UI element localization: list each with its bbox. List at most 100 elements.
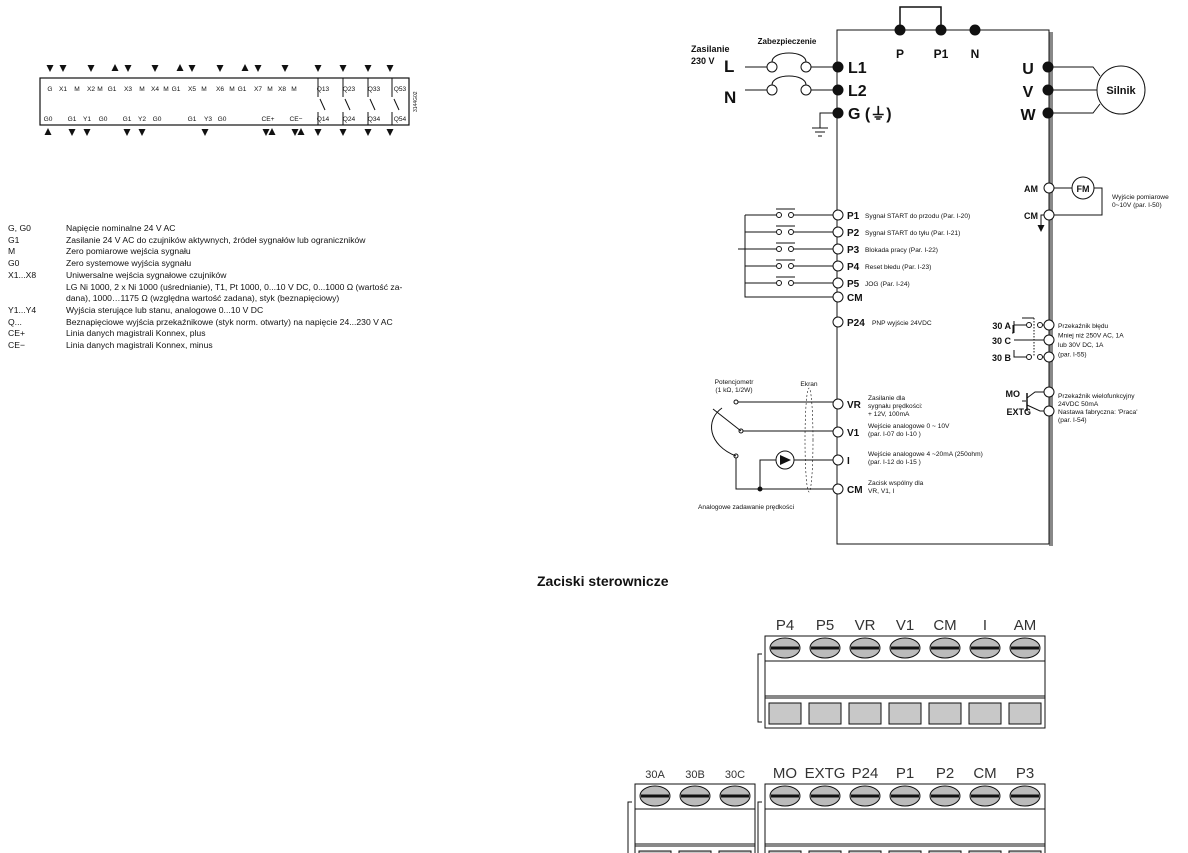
legend-text: Wyjścia sterujące lub stanu, analogowe 0… <box>66 304 264 315</box>
legend-text: Beznapięciowe wyjścia przekaźnikowe (sty… <box>66 316 393 327</box>
block-label: I <box>983 617 987 634</box>
strip-terminal-top: M <box>97 86 103 93</box>
circle <box>1037 322 1043 328</box>
terminal-U: U <box>1022 61 1034 78</box>
terminal-dot <box>969 24 981 36</box>
legend-row: Q...Beznapięciowe wyjścia przekaźnikowe … <box>8 317 402 329</box>
multi-relay-desc: Nastawa fabryczna: 'Praca' <box>1058 409 1137 416</box>
block-label: 30B <box>685 769 705 781</box>
common-bus <box>744 215 833 298</box>
terminal-strip <box>39 77 410 126</box>
output-label-AM: AM <box>1024 184 1038 194</box>
strip-terminal-bottom: G0 <box>153 116 162 123</box>
arrow-down-icon <box>201 129 209 136</box>
legend-row: LG Ni 1000, 2 x Ni 1000 (uśrednianie), T… <box>8 282 402 294</box>
strip-terminal-top: X5 <box>188 86 196 93</box>
circle <box>733 399 739 405</box>
fuse-terminal <box>766 61 778 73</box>
terminal-block-lower <box>764 783 1046 853</box>
input-desc: Reset błedu (Par. I-23) <box>865 264 931 271</box>
input-label-P24: P24 <box>847 318 865 329</box>
analog-desc: Zasilanie dla <box>868 395 905 402</box>
wire-slot <box>808 850 842 853</box>
arrow-icon <box>780 455 791 465</box>
input-desc: Sygnał START do tyłu (Par. I-21) <box>865 230 960 237</box>
block-clip <box>757 801 762 853</box>
terminal-Nterm: N <box>971 47 980 61</box>
legend-key <box>8 282 66 294</box>
meter-desc: Wyjście pomiarowe <box>1112 194 1169 201</box>
block-label: CM <box>933 617 956 634</box>
terminal-W: W <box>1020 107 1036 124</box>
strip-terminal-bottom: G1 <box>123 116 132 123</box>
block-label: 30C <box>725 769 745 781</box>
analog-desc: VR, V1, I <box>868 488 895 495</box>
wire-slot <box>638 850 672 853</box>
analog-desc: + 12V, 100mA <box>868 411 910 418</box>
pot-rating: (1 kΩ, 1/2W) <box>715 387 752 394</box>
strip-terminal-bottom: Q34 <box>368 116 381 123</box>
wire-slot <box>968 850 1002 853</box>
output-label-EXTG: EXTG <box>1006 407 1031 417</box>
strip-terminal-top: X4 <box>151 86 159 93</box>
wire-slot <box>718 850 752 853</box>
analog-label-V1: V1 <box>847 428 860 439</box>
strip-terminal-bottom: G1 <box>188 116 197 123</box>
relay-contact <box>319 98 326 111</box>
strip-terminal-top: X1 <box>59 86 67 93</box>
strip-terminal-bottom: G1 <box>68 116 77 123</box>
output-terminal <box>1043 405 1055 417</box>
relay-contact <box>369 98 376 111</box>
input-desc: Sygnał START do przodu (Par. I-20) <box>865 213 970 220</box>
strip-terminal-top: M <box>163 86 169 93</box>
fuse-terminal <box>800 61 812 73</box>
output-terminal <box>1043 182 1055 194</box>
strip-terminal-top: Q23 <box>343 86 356 93</box>
arrow-down-icon <box>151 65 159 72</box>
relay-desc: Przekaźnik błędu <box>1058 323 1109 330</box>
voltage-label: 230 V <box>691 56 715 66</box>
strip-terminal-top: G1 <box>238 86 247 93</box>
dc-jumper <box>899 6 942 30</box>
block-label: MO <box>773 765 797 782</box>
legend-key: M <box>8 246 16 257</box>
relay-label-r30B: 30 B <box>992 353 1012 363</box>
output-terminal <box>1043 209 1055 221</box>
strip-terminal-top: X6 <box>216 86 224 93</box>
terminal-block-upper <box>764 635 1046 729</box>
wire-slot <box>1008 702 1042 725</box>
strip-terminal-top: Q33 <box>368 86 381 93</box>
strip-terminal-top: G1 <box>108 86 117 93</box>
wire-slot <box>888 702 922 725</box>
arrow-down-icon <box>138 129 146 136</box>
wire-slot <box>968 702 1002 725</box>
block-label: AM <box>1014 617 1037 634</box>
legend-key: Y1...Y4 <box>8 304 37 315</box>
legend-text: Zero pomiarowe wejścia sygnału <box>66 246 191 257</box>
circle <box>1026 354 1032 360</box>
legend-key: CE+ <box>8 328 25 339</box>
fuse-icon <box>771 75 807 86</box>
meter-icon <box>1071 176 1095 200</box>
analog-label-CM: CM <box>847 485 863 496</box>
input-terminal <box>832 243 844 255</box>
motor-wire <box>1048 103 1101 114</box>
shield-icon <box>804 387 814 493</box>
arrow-down-icon <box>87 65 95 72</box>
fuse-terminal <box>766 84 778 96</box>
supply-label: Zasilanie <box>691 44 730 54</box>
strip-code: 3144G02 <box>413 91 419 112</box>
block-label: EXTG <box>805 765 846 782</box>
arrow-down-icon <box>386 129 394 136</box>
legend-row: CE+Linia danych magistrali Konnex, plus <box>8 328 402 340</box>
relay-label-r30A: 30 A <box>992 321 1011 331</box>
block-label: P4 <box>776 617 794 634</box>
strip-terminal-top: M <box>74 86 80 93</box>
wire-slot <box>848 850 882 853</box>
strip-terminal-bottom: G0 <box>44 116 53 123</box>
